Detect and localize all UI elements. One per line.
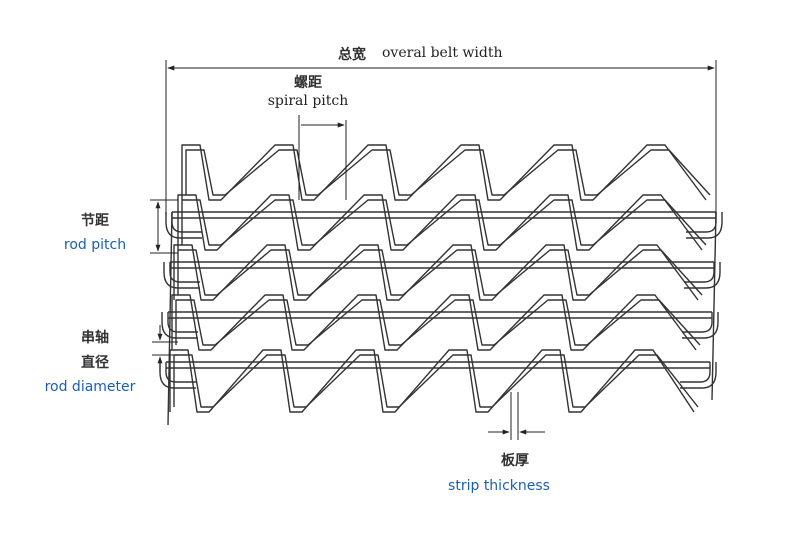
- rod-diameter-label-cn1: 串轴: [81, 330, 109, 346]
- overall-width-label-en: overal belt width: [382, 45, 503, 61]
- strip-row-inner: [175, 299, 701, 346]
- rod-hook-left: [161, 312, 198, 339]
- dimension-lines: [150, 60, 717, 440]
- rod-hook-right: [684, 262, 721, 289]
- rod-diameter-label-cn2: 直径: [81, 355, 109, 371]
- rod-hook-left: [169, 262, 200, 283]
- rod-diameter-label-en: rod diameter: [44, 379, 136, 395]
- belt-edge-right: [711, 211, 717, 401]
- strip-thickness-label-en: strip thickness: [448, 478, 550, 494]
- rod-hook-left: [159, 362, 196, 389]
- spiral-pitch-label-cn: 螺距: [294, 75, 322, 91]
- strip-row-inner: [185, 149, 711, 196]
- rod-hook-left: [165, 212, 202, 239]
- belt-edge-left: [167, 211, 173, 426]
- rod-pitch-label-en: rod pitch: [63, 237, 127, 253]
- rod-hook-left: [171, 212, 202, 233]
- belt-mesh: [159, 144, 723, 426]
- spiral-pitch-label-en: spiral pitch: [267, 93, 349, 109]
- rod-hook-right: [682, 312, 719, 339]
- rod-hook-right: [686, 212, 723, 239]
- strip-row-outer: [181, 144, 707, 201]
- strip-row-outer: [171, 294, 697, 351]
- rod-hook-right: [684, 262, 715, 283]
- rod-pitch-label-cn: 节距: [81, 213, 109, 229]
- rod-hook-left: [167, 312, 198, 333]
- rod-hook-left: [163, 262, 200, 289]
- strip-row-inner: [181, 199, 707, 246]
- strip-row-inner: [173, 354, 699, 408]
- strip-row-outer: [173, 244, 699, 301]
- rod-hook-right: [682, 312, 713, 333]
- strip-row-inner: [177, 249, 703, 296]
- strip-row-outer: [169, 349, 695, 413]
- strip-thickness-label-cn: 板厚: [501, 453, 529, 469]
- rod-hook-right: [680, 362, 711, 383]
- strip-row-outer: [177, 194, 703, 251]
- overall-width-label-cn: 总宽: [338, 47, 366, 63]
